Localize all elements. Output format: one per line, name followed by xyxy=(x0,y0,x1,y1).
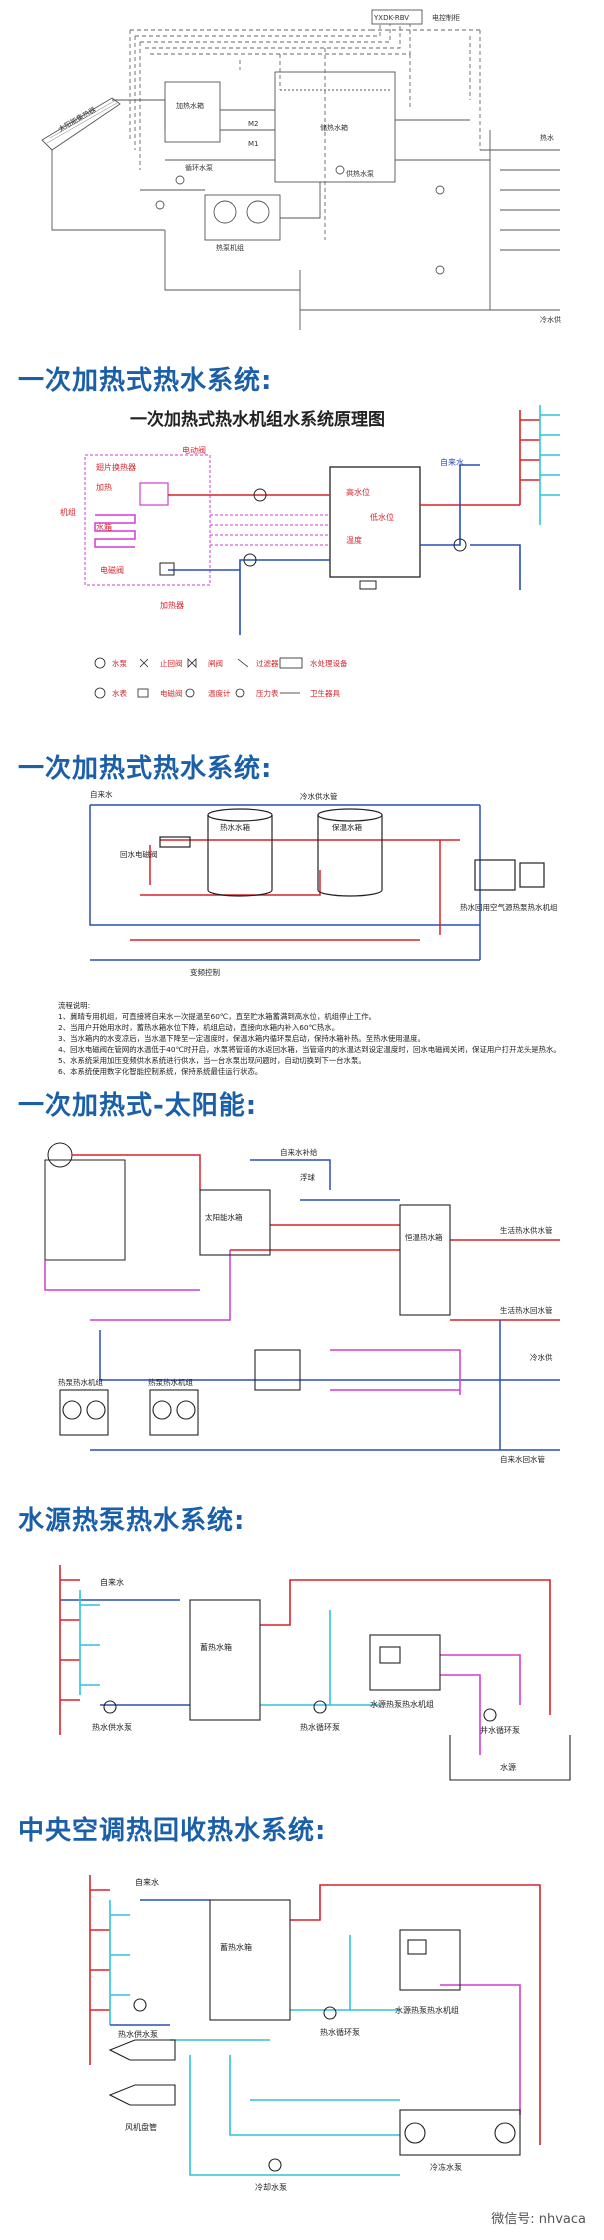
note-3: 3、当水箱内的水变凉后，当水温下降至一定温度时，保温水箱内循环泵启动，保持水箱补… xyxy=(58,1034,425,1043)
sec3-hp: 热水回用空气源热泵热水机组 xyxy=(460,902,558,912)
tank-a-label: 加热水箱 xyxy=(176,101,204,110)
note-4: 4、回水电磁阀在管网的水温低于40℃时开启，水泵将管道的水返回水箱，当管道内的水… xyxy=(58,1045,561,1054)
legend-1: 止回阀 xyxy=(160,658,183,668)
sec5-pump1: 热水供水泵 xyxy=(92,1722,132,1732)
sec6-unit: 水源热泵热水机组 xyxy=(395,2005,459,2015)
legend-4: 水处理设备 xyxy=(310,658,348,668)
heading-sec6: 中央空调热回收热水系统: xyxy=(18,1816,327,1846)
sec4-tap: 自来水补给 xyxy=(280,1147,318,1157)
sec2-title: 一次加热式热水机组水系统原理图 xyxy=(130,409,385,430)
note-5: 5、水系统采用加压变频供水系统进行供水，当一台水泵出现问题时，自动切换到下一台水… xyxy=(58,1056,366,1065)
sec4-cold: 冷水供 xyxy=(530,1352,553,1362)
sec6-pump2: 热水循环泵 xyxy=(320,2027,360,2037)
sec2-water: 水箱 xyxy=(96,522,112,532)
sec5-diagram: 自来水 蓄热水箱 热水供水泵 热水循环泵 水源热泵热水机组 井水循环泵 水源 xyxy=(59,1565,571,1781)
sec5-well: 水源 xyxy=(500,1762,516,1772)
sec3-tank1: 热水水箱 xyxy=(220,822,250,832)
sec6-diagram: 自来水 蓄热水箱 热水供水泵 热水循环泵 水源热泵热水机组 风机盘管 冷却水泵 … xyxy=(89,1875,541,2192)
heading-sec2: 一次加热式热水系统: xyxy=(18,366,273,396)
sec6-chiller: 冷冻水泵 xyxy=(430,2162,462,2172)
sec6-tank: 蓄热水箱 xyxy=(220,1942,252,1952)
sec5-pump3: 井水循环泵 xyxy=(480,1725,520,1735)
sec2-high: 高水位 xyxy=(346,487,370,497)
solar-label: 太阳能集热器 xyxy=(57,105,98,134)
heat-pump-unit xyxy=(204,194,281,241)
cold-in-label: 冷水供 xyxy=(540,315,561,324)
watermark: 微信号: nhvaca xyxy=(491,2212,586,2227)
note-6: 6、本系统使用数字化智能控制系统，保持系统最佳运行状态。 xyxy=(58,1067,263,1076)
storage-tank xyxy=(274,71,396,183)
sec2-unit: 机组 xyxy=(60,507,76,517)
sec3-diagram: 冷水供水管 自来水 热水水箱 保温水箱 回水电磁阀 热水回用空气源热泵热水机组 … xyxy=(89,789,558,977)
pump2-label: 供热水泵 xyxy=(346,169,374,178)
sec2-temp: 温度 xyxy=(346,535,362,545)
sec5-tank: 蓄热水箱 xyxy=(200,1642,232,1652)
sec2-pump-note: 加热器 xyxy=(160,600,184,610)
sec2-tank xyxy=(329,466,421,578)
heading-sec5: 水源热泵热水系统: xyxy=(18,1506,246,1536)
m1-label: M1 xyxy=(248,140,259,148)
controller-label: YXDK-RBV xyxy=(373,14,409,22)
sec4-hp2: 热泵热水机组 xyxy=(148,1377,193,1387)
solar-collector xyxy=(41,97,121,151)
controller-box xyxy=(371,9,423,25)
sec4-constant: 恒温热水箱 xyxy=(405,1232,443,1242)
sec6-tap: 自来水 xyxy=(135,1877,159,1887)
notes-title: 流程说明: xyxy=(58,1001,91,1010)
sec2-heat: 加热 xyxy=(96,482,112,492)
legend-7: 温度计 xyxy=(208,688,231,698)
flow-notes: 流程说明: 1、冀晴专用机组，可直接将自来水一次提温至60℃，直至贮水箱蓄满到高… xyxy=(58,1000,578,1077)
sec4-supply: 生活热水供水管 xyxy=(500,1225,553,1235)
sec3-top: 冷水供水管 xyxy=(300,791,338,801)
m2-label: M2 xyxy=(248,120,259,128)
sec2-valve: 电动阀 xyxy=(182,445,206,455)
sec5-pump2: 热水循环泵 xyxy=(300,1722,340,1732)
sec2-diagram: 一次加热式热水机组水系统原理图 电动阀 翅片换热器 加热 机组 水箱 电磁阀 高… xyxy=(60,405,560,699)
sec3-tap: 自来水 xyxy=(90,789,113,799)
sec5-tap: 自来水 xyxy=(100,1577,124,1587)
solar-system-schematic: YXDK-RBV 电控制柜 太阳能集热器 加热水箱 储热水箱 热泵机组 循环水泵… xyxy=(41,9,561,330)
sec3-bottom: 变频控制 xyxy=(190,967,220,977)
legend-3: 过滤器 xyxy=(256,658,279,668)
legend-6: 电磁阀 xyxy=(160,688,183,698)
hot-out-label: 热水 xyxy=(540,133,554,142)
heading-sec3: 一次加热式热水系统: xyxy=(18,754,273,784)
note-1: 1、冀晴专用机组，可直接将自来水一次提温至60℃，直至贮水箱蓄满到高水位，机组停… xyxy=(58,1012,377,1021)
pump1-label: 循环水泵 xyxy=(185,163,213,172)
sec4-hp1: 热泵热水机组 xyxy=(58,1377,103,1387)
sec2-solenoid: 电磁阀 xyxy=(100,565,124,575)
sec2-low: 低水位 xyxy=(370,512,394,522)
sec6-fcu: 风机盘管 xyxy=(125,2122,157,2132)
sec4-solar-tank: 太阳能水箱 xyxy=(205,1212,243,1222)
unit-box xyxy=(84,454,211,586)
heatpump-label: 热泵机组 xyxy=(216,243,244,252)
sec2-tap: 自来水 xyxy=(440,457,464,467)
sec6-cooling: 冷却水泵 xyxy=(255,2182,287,2192)
sec6-pump1: 热水供水泵 xyxy=(118,2029,158,2039)
legend-5: 水表 xyxy=(112,688,127,698)
sec5-unit: 水源热泵热水机组 xyxy=(370,1699,434,1709)
sec4-return: 生活热水回水管 xyxy=(500,1305,553,1315)
heading-sec4: 一次加热式-太阳能: xyxy=(18,1091,258,1121)
sec3-tank2: 保温水箱 xyxy=(332,822,362,832)
sec4-diagram: 太阳能水箱 恒温热水箱 自来水补给 生活热水供水管 生活热水回水管 冷水供 热泵… xyxy=(44,1142,560,1464)
legend-8: 压力表 xyxy=(256,688,279,698)
note-2: 2、当用户开始用水时，蓄热水箱水位下降，机组启动，直接向水箱内补入60℃热水。 xyxy=(58,1023,340,1032)
controller-note: 电控制柜 xyxy=(432,13,460,22)
sec3-loop: 回水电磁阀 xyxy=(120,849,158,859)
sec4-float: 浮球 xyxy=(300,1172,315,1182)
sec4-cw: 自来水回水管 xyxy=(500,1454,545,1464)
fin-coil xyxy=(94,514,136,548)
legend-9: 卫生器具 xyxy=(310,688,340,698)
sec2-fin: 翅片换热器 xyxy=(96,462,136,472)
legend-2: 闸阀 xyxy=(208,659,223,668)
legend-0: 水泵 xyxy=(112,658,127,668)
tank-b-label: 储热水箱 xyxy=(320,123,348,132)
